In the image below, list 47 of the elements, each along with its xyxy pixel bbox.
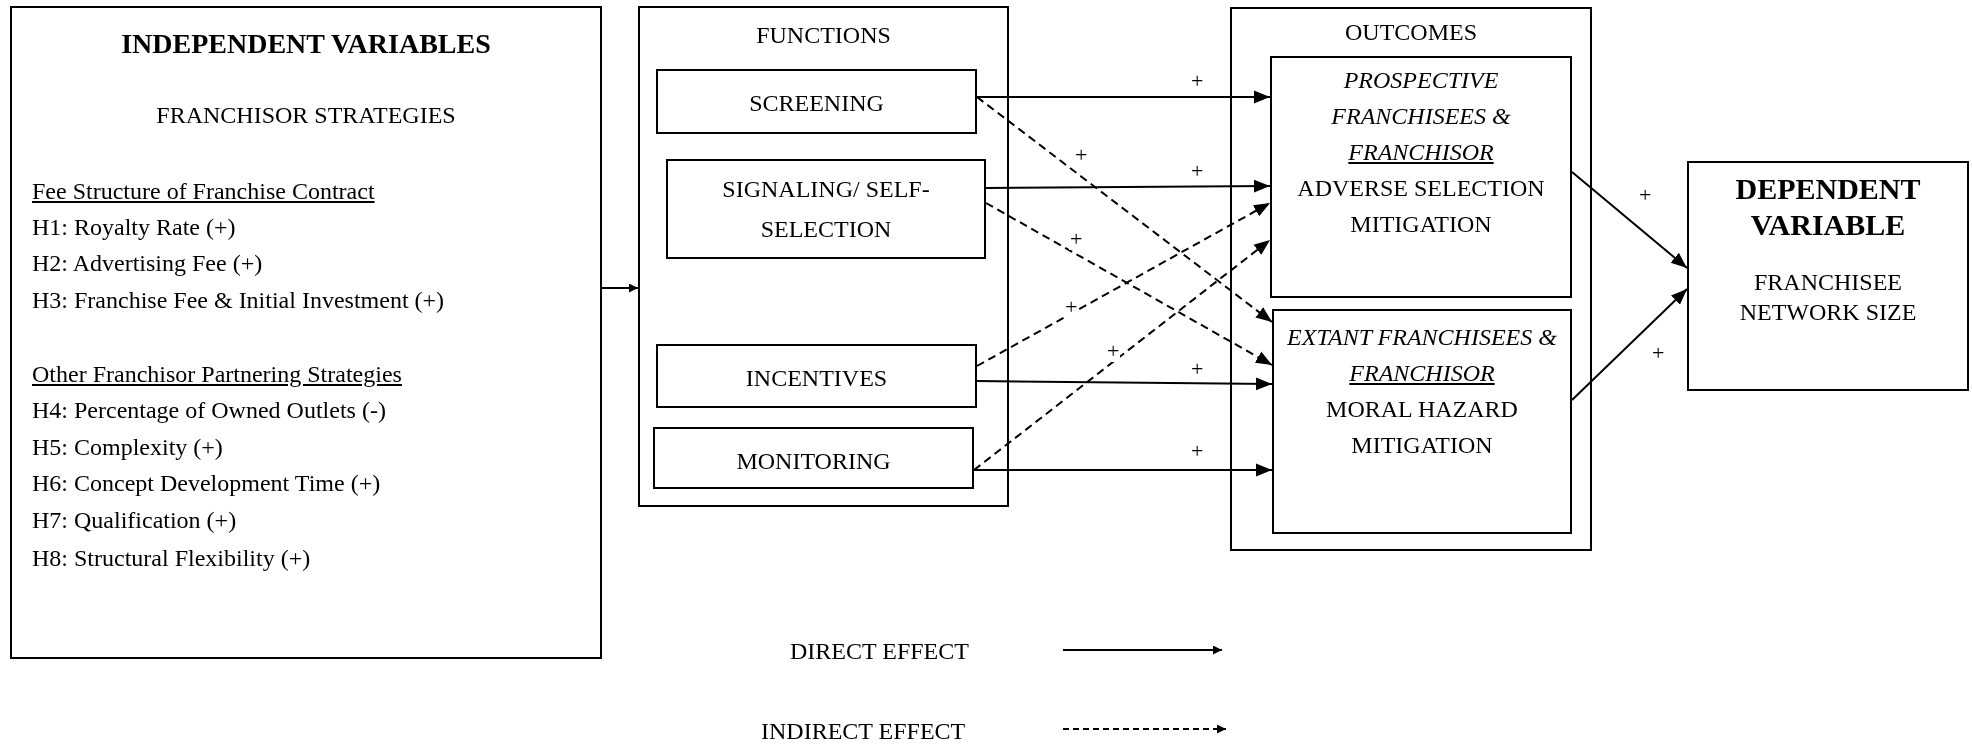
hypothesis-text: H7: Qualification (+) (32, 507, 237, 535)
hypothesis-text: H6: Concept Development Time (+) (32, 470, 381, 498)
subheading: FRANCHISOR STRATEGIES (155, 102, 457, 130)
actor-label: EXTANT FRANCHISEES & (1286, 323, 1558, 352)
outcome-box (1272, 309, 1572, 534)
arrow (1571, 171, 1688, 269)
arrow (976, 377, 1273, 391)
box-heading: DEPENDENT VARIABLE (1734, 171, 1922, 243)
box-label: INCENTIVES (745, 364, 888, 393)
function-box (653, 427, 974, 489)
hypothesis-text: H4: Percentage of Owned Outlets (-) (32, 397, 386, 425)
box-label: MONITORING (736, 447, 891, 476)
group-heading: Fee Structure of Franchise Contract (32, 178, 375, 206)
box-label: SCREENING (749, 89, 884, 118)
actor-label: PROSPECTIVE FRANCHISEES & (1330, 66, 1512, 131)
hypothesis-text: H1: Royalty Rate (+) (32, 214, 236, 242)
panel-heading: OUTCOMES (1344, 19, 1478, 47)
outcome-box (1270, 56, 1572, 298)
arrow (1571, 288, 1688, 401)
box-label: SIGNALING/ SELF-SELECTION (721, 175, 931, 244)
hypothesis-text: H8: Structural Flexibility (+) (32, 545, 311, 573)
actor-label: FRANCHISOR (1347, 138, 1495, 167)
hypothesis-text: H2: Advertising Fee (+) (32, 250, 263, 278)
arrow (601, 283, 639, 293)
arrow (973, 463, 1273, 477)
dashed-arrow (973, 239, 1271, 471)
outcome-label: ADVERSE SELECTION MITIGATION (1296, 174, 1546, 239)
panel-heading: INDEPENDENT VARIABLES (120, 28, 492, 61)
arrow (985, 179, 1271, 193)
function-box (666, 159, 986, 259)
functions-panel (638, 6, 1009, 507)
actor-label: FRANCHISOR (1348, 359, 1496, 388)
arrow (976, 90, 1271, 104)
outcomes-panel (1230, 7, 1592, 551)
group-heading: Other Franchisor Partnering Strategies (32, 361, 402, 389)
variables-panel (10, 6, 602, 659)
box-label: FRANCHISEE NETWORK SIZE (1738, 268, 1918, 327)
legend-label: INDIRECT EFFECT (761, 718, 966, 744)
panel-heading: FUNCTIONS (755, 22, 892, 50)
dependent-variable-box (1687, 161, 1969, 391)
dashed-arrow (976, 96, 1273, 323)
hypothesis-text: H3: Franchise Fee & Initial Investment (+) (32, 287, 445, 315)
function-box (656, 344, 977, 408)
hypothesis-text: H5: Complexity (+) (32, 434, 223, 462)
legend-label: DIRECT EFFECT (790, 638, 969, 665)
outcome-label: MORAL HAZARD MITIGATION (1325, 395, 1519, 460)
function-box (656, 69, 977, 134)
